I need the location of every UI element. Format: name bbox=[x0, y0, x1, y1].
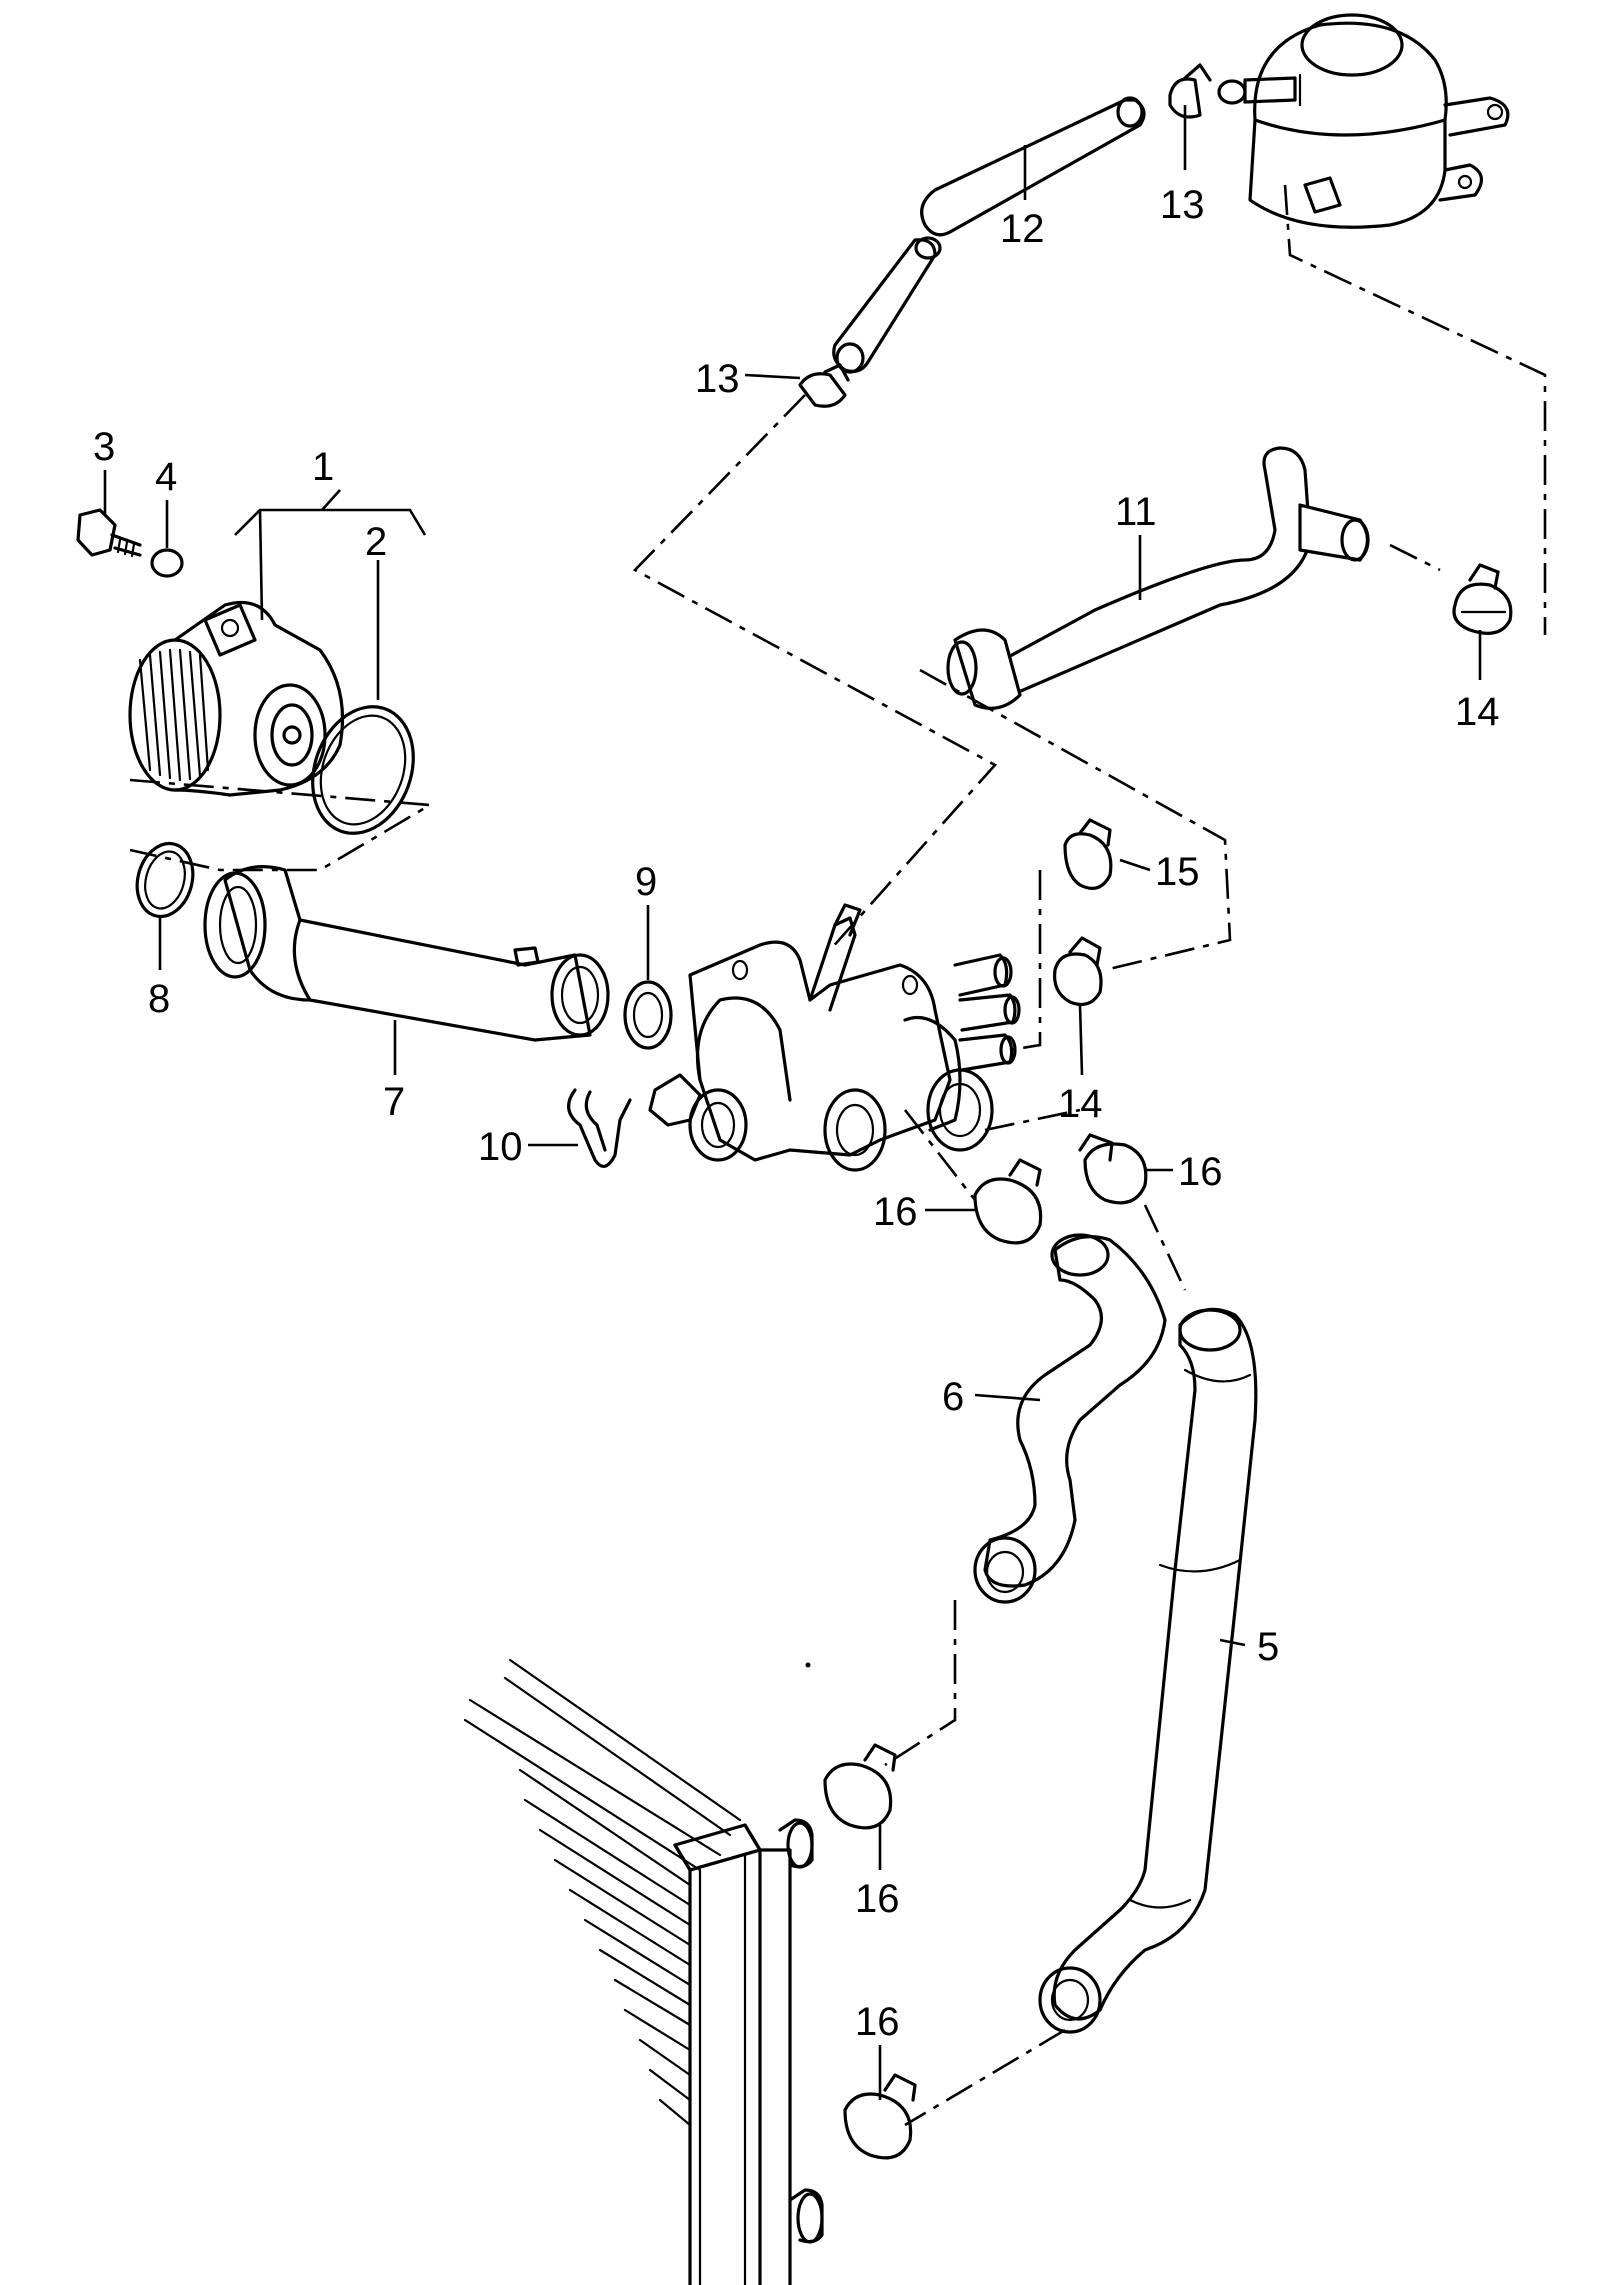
hose-11 bbox=[946, 446, 1370, 710]
callout-15: 15 bbox=[1155, 850, 1200, 894]
callout-10: 10 bbox=[478, 1125, 523, 1169]
hose-clip-13-upper bbox=[1168, 63, 1212, 119]
callout-5: 5 bbox=[1257, 1625, 1279, 1669]
callout-14-lower: 14 bbox=[1058, 1082, 1103, 1126]
washer-4 bbox=[150, 548, 184, 578]
hose-6 bbox=[973, 1233, 1167, 1604]
coolant-flange-housing bbox=[648, 903, 1021, 1172]
callout-labels: 1 2 3 4 5 6 7 8 9 10 11 12 13 13 14 14 1… bbox=[93, 183, 1500, 2044]
hose-clip-15 bbox=[1063, 818, 1113, 890]
hose-clip-16-right bbox=[1078, 1133, 1148, 1205]
hose-clip-13-lower bbox=[798, 363, 850, 408]
callout-6: 6 bbox=[942, 1375, 964, 1419]
hose-clip-16-left bbox=[973, 1158, 1043, 1245]
callout-12: 12 bbox=[1000, 207, 1045, 251]
callout-2: 2 bbox=[365, 520, 387, 564]
hose-clip-16-radiator-lower bbox=[843, 2073, 917, 2160]
hose-5 bbox=[1038, 1307, 1258, 2034]
callout-9: 9 bbox=[635, 860, 657, 904]
callout-3: 3 bbox=[93, 425, 115, 469]
expansion-tank bbox=[1217, 13, 1510, 229]
coolant-pipe-7 bbox=[203, 865, 610, 1042]
hose-clip-16-radiator-upper bbox=[823, 1743, 897, 1830]
hose-clip-14-lower bbox=[1052, 936, 1103, 1006]
callout-14-upper: 14 bbox=[1455, 690, 1500, 734]
retaining-clip-10 bbox=[567, 1088, 632, 1168]
callout-8: 8 bbox=[148, 977, 170, 1021]
o-ring-8 bbox=[135, 841, 195, 919]
leader-lines bbox=[103, 105, 1482, 2100]
hose-12 bbox=[832, 96, 1146, 374]
callout-16-radiator-upper: 16 bbox=[855, 1877, 900, 1921]
callout-11: 11 bbox=[1115, 490, 1157, 534]
callout-1: 1 bbox=[312, 445, 334, 489]
radiator bbox=[463, 1658, 824, 2285]
o-ring-9 bbox=[623, 980, 673, 1050]
gasket-2 bbox=[311, 705, 415, 835]
callout-13-lower: 13 bbox=[695, 357, 740, 401]
callout-7: 7 bbox=[383, 1080, 405, 1124]
callout-16-left: 16 bbox=[873, 1190, 918, 1234]
bolt-3 bbox=[76, 508, 142, 558]
stray-dot bbox=[805, 1662, 811, 1668]
hose-clip-14-upper bbox=[1452, 563, 1513, 635]
callout-4: 4 bbox=[155, 455, 177, 499]
water-pump bbox=[128, 600, 345, 797]
callout-16-right: 16 bbox=[1178, 1150, 1223, 1194]
assembly-lines bbox=[129, 184, 1547, 2127]
callout-16-radiator-lower: 16 bbox=[855, 2000, 900, 2044]
callout-13-upper: 13 bbox=[1160, 183, 1205, 227]
